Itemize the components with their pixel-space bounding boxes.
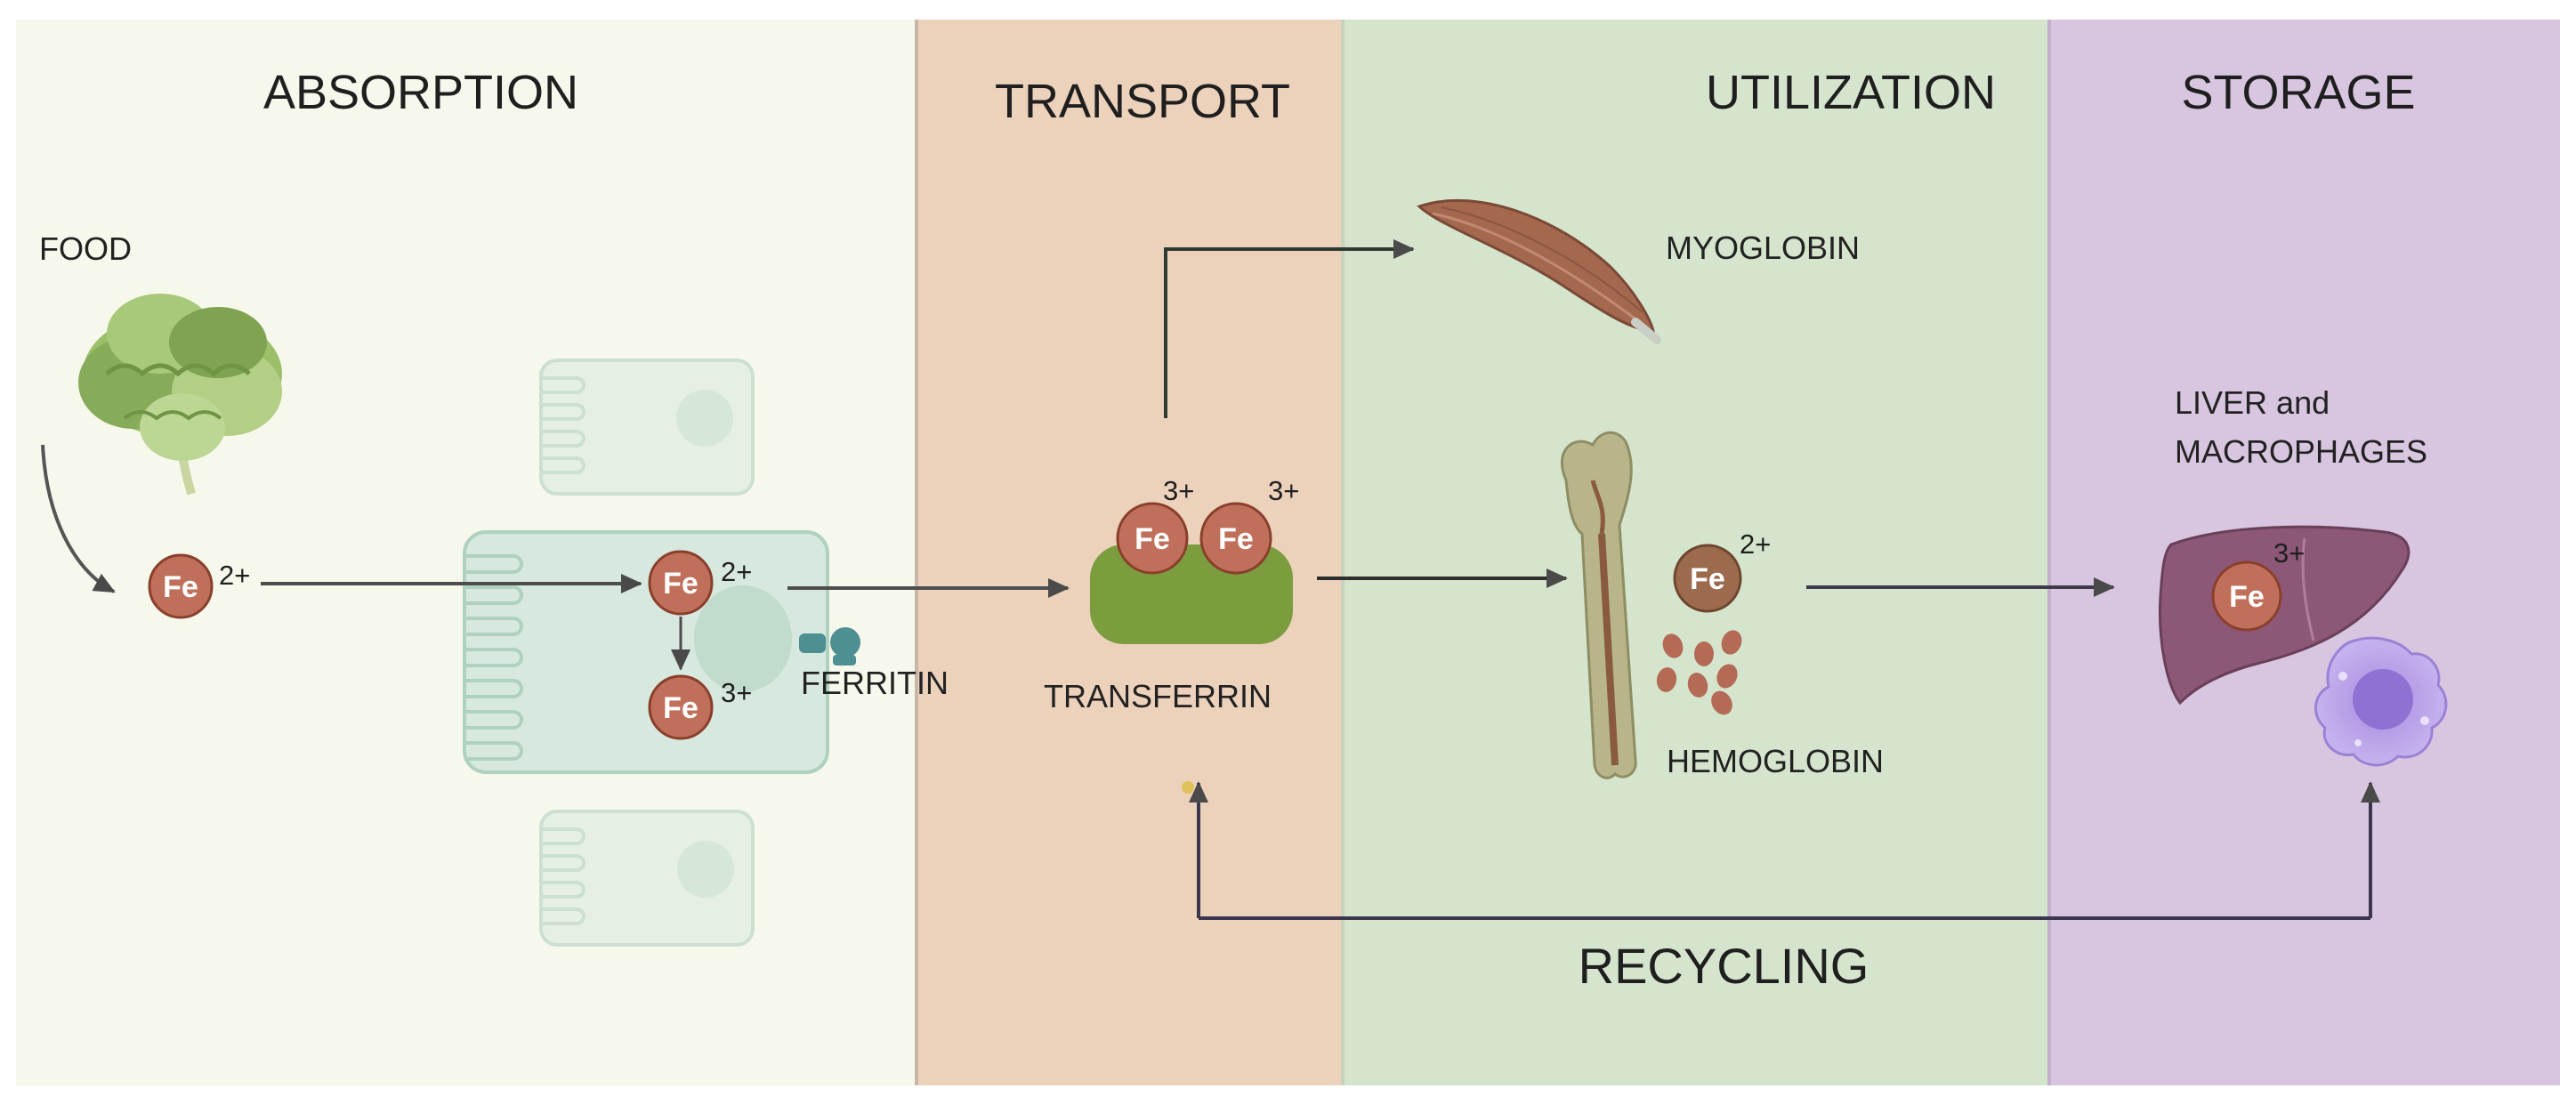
iron-ion-ferrous-lumen: Fe (148, 553, 214, 619)
svg-text:Fe: Fe (1218, 522, 1254, 556)
panel-title-utilization: UTILIZATION (1706, 66, 1996, 119)
food-to-iron-arrow (41, 444, 116, 593)
lettuce-icon (78, 294, 282, 496)
svg-text:Fe: Fe (163, 570, 198, 604)
svg-text:Fe: Fe (663, 691, 699, 725)
liver-label-line1: LIVER and (2175, 384, 2330, 421)
svg-text:Fe: Fe (663, 567, 699, 601)
food-label: FOOD (39, 230, 132, 267)
bone-icon (1560, 431, 1637, 779)
charge-label: 3+ (1163, 475, 1194, 506)
recycling-label: RECYCLING (1579, 938, 1869, 994)
charge-label: 2+ (721, 556, 752, 587)
transferrin-label: TRANSFERRIN (1044, 678, 1272, 714)
ferritin-icon (799, 627, 860, 665)
hemoglobin-label: HEMOGLOBIN (1667, 743, 1884, 779)
panel-title-transport: TRANSPORT (995, 75, 1290, 128)
svg-text:Fe: Fe (1690, 562, 1725, 596)
charge-label: 2+ (1740, 528, 1771, 560)
svg-text:Fe: Fe (2229, 580, 2265, 614)
iron-ion-ferric-transferrin: Fe (1199, 502, 1272, 575)
liver-label-line2: MACROPHAGES (2175, 433, 2427, 470)
iron-ion-ferrous-cell: Fe (648, 550, 714, 616)
muscle-icon (1417, 198, 1661, 344)
red-blood-cells-icon (1656, 630, 1742, 715)
enterocyte-icon (539, 359, 755, 947)
charge-label: 3+ (721, 677, 752, 708)
iron-ion-ferric-liver: Fe (2211, 561, 2282, 632)
liver-icon (2159, 525, 2410, 706)
myoglobin-label: MYOGLOBIN (1666, 230, 1860, 266)
recycling-marker (1182, 781, 1194, 794)
panel-title-absorption: ABSORPTION (263, 66, 578, 119)
iron-ion-ferric-cell: Fe (648, 674, 714, 740)
charge-label: 3+ (1268, 475, 1299, 506)
svg-text:Fe: Fe (1135, 522, 1170, 556)
iron-ion-ferric-transferrin: Fe (1116, 502, 1189, 575)
charge-label: 3+ (2273, 537, 2305, 569)
iron-ion-ferrous-hemoglobin: Fe (1673, 544, 1742, 613)
ferritin-label: FERRITIN (801, 665, 949, 701)
to-myoglobin-arrow (1164, 239, 1415, 418)
charge-label: 2+ (219, 560, 250, 591)
enterocyte-icon (463, 530, 829, 774)
macrophage-icon (2314, 636, 2448, 767)
panel-title-storage: STORAGE (2181, 66, 2415, 119)
